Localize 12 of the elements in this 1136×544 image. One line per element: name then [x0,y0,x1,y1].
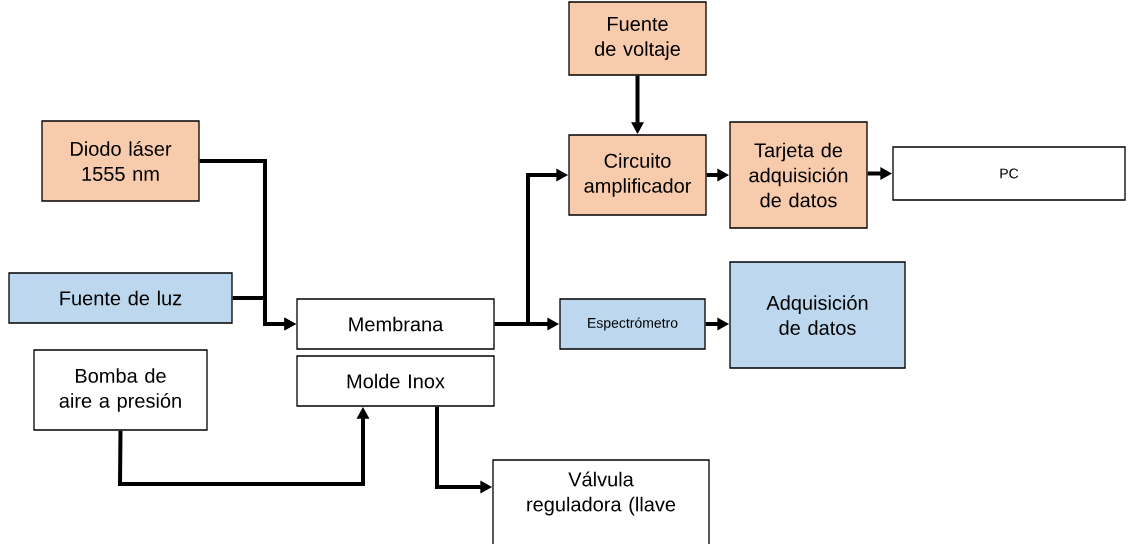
process-box: Circuito amplificador [568,134,707,216]
process-box: Válvula reguladora (llave [492,459,710,544]
process-box: PC [892,146,1126,201]
process-box: Fuente de voltaje [568,1,707,76]
process-box: Molde Inox [296,355,495,407]
process-box: Membrana [296,298,495,350]
process-box: Fuente de luz [8,272,233,324]
process-box: Espectrómetro [559,298,706,350]
process-box: Diodo láser 1555 nm [41,120,200,202]
process-box: Tarjeta de adquisición de datos [729,121,868,229]
process-box: Bomba de aire a presión [33,349,208,431]
process-box: Adquisición de datos [729,261,906,369]
